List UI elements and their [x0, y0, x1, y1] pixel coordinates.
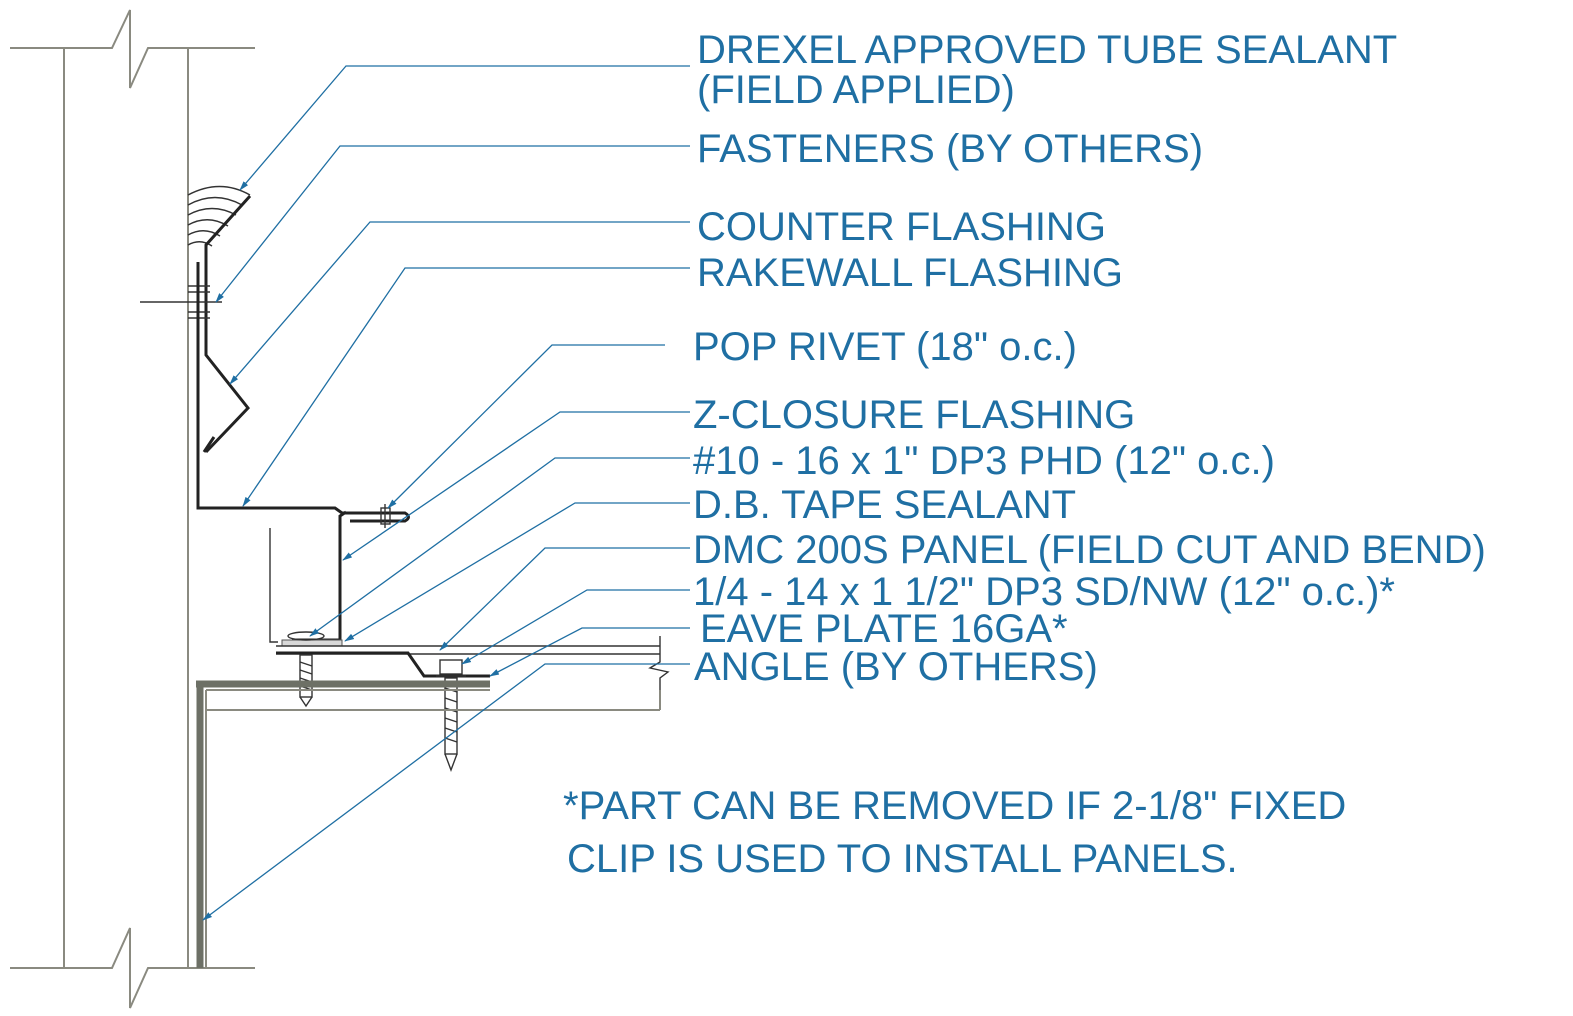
leader-panel — [439, 547, 690, 651]
label-screw-quarter: 1/4 - 14 x 1 1/2" DP3 SD/NW (12" o.c.)* — [693, 570, 1395, 614]
leader-z-closure — [342, 411, 690, 561]
tape-sealant — [281, 639, 343, 647]
note-line-2: CLIP IS USED TO INSTALL PANELS. — [567, 837, 1238, 881]
leader-tape — [344, 502, 690, 642]
label-screw-10: #10 - 16 x 1" DP3 PHD (12" o.c.) — [693, 439, 1275, 483]
label-fasteners: FASTENERS (BY OTHERS) — [697, 127, 1204, 171]
wall-top-break — [10, 9, 255, 89]
label-z-closure: Z-CLOSURE FLASHING — [693, 393, 1136, 437]
label-rakewall-flashing: RAKEWALL FLASHING — [697, 251, 1124, 295]
wall-bottom-break — [10, 927, 255, 1009]
label-pop-rivet: POP RIVET (18" o.c.) — [693, 325, 1077, 369]
label-field-applied: (FIELD APPLIED) — [697, 68, 1015, 112]
panel-break — [648, 636, 670, 690]
note-line-1: *PART CAN BE REMOVED IF 2-1/8" FIXED — [563, 784, 1347, 828]
leader-screw-10 — [309, 457, 690, 637]
label-tube-sealant: DREXEL APPROVED TUBE SEALANT — [697, 28, 1398, 72]
counter-flashing-hem — [202, 436, 216, 453]
label-counter-flashing: COUNTER FLASHING — [697, 205, 1106, 249]
leader-tube-sealant — [239, 65, 690, 191]
leader-fasteners — [215, 145, 690, 303]
leader-angle — [202, 663, 690, 921]
wall-fastener — [140, 285, 222, 319]
leader-eave — [489, 627, 690, 677]
counter-flashing — [204, 194, 252, 454]
leader-screw-quarter — [461, 589, 690, 665]
wall — [10, 9, 255, 1009]
label-angle: ANGLE (BY OTHERS) — [694, 645, 1098, 689]
leaders — [202, 65, 690, 921]
leader-rakewall — [242, 267, 690, 507]
rakewall-flashing — [196, 262, 410, 523]
screw-quarter-14 — [436, 659, 466, 772]
tube-sealant — [187, 185, 251, 247]
leader-counter — [229, 221, 690, 385]
pop-rivet — [380, 504, 391, 528]
label-dmc-panel: DMC 200S PANEL (FIELD CUT AND BEND) — [693, 528, 1486, 572]
label-eave-plate: EAVE PLATE 16GA* — [700, 607, 1068, 651]
panel-leg — [269, 528, 278, 643]
z-closure-flashing — [292, 510, 347, 642]
angle — [196, 680, 661, 968]
label-tape-sealant: D.B. TAPE SEALANT — [693, 483, 1077, 527]
leader-pop-rivet — [387, 344, 665, 509]
